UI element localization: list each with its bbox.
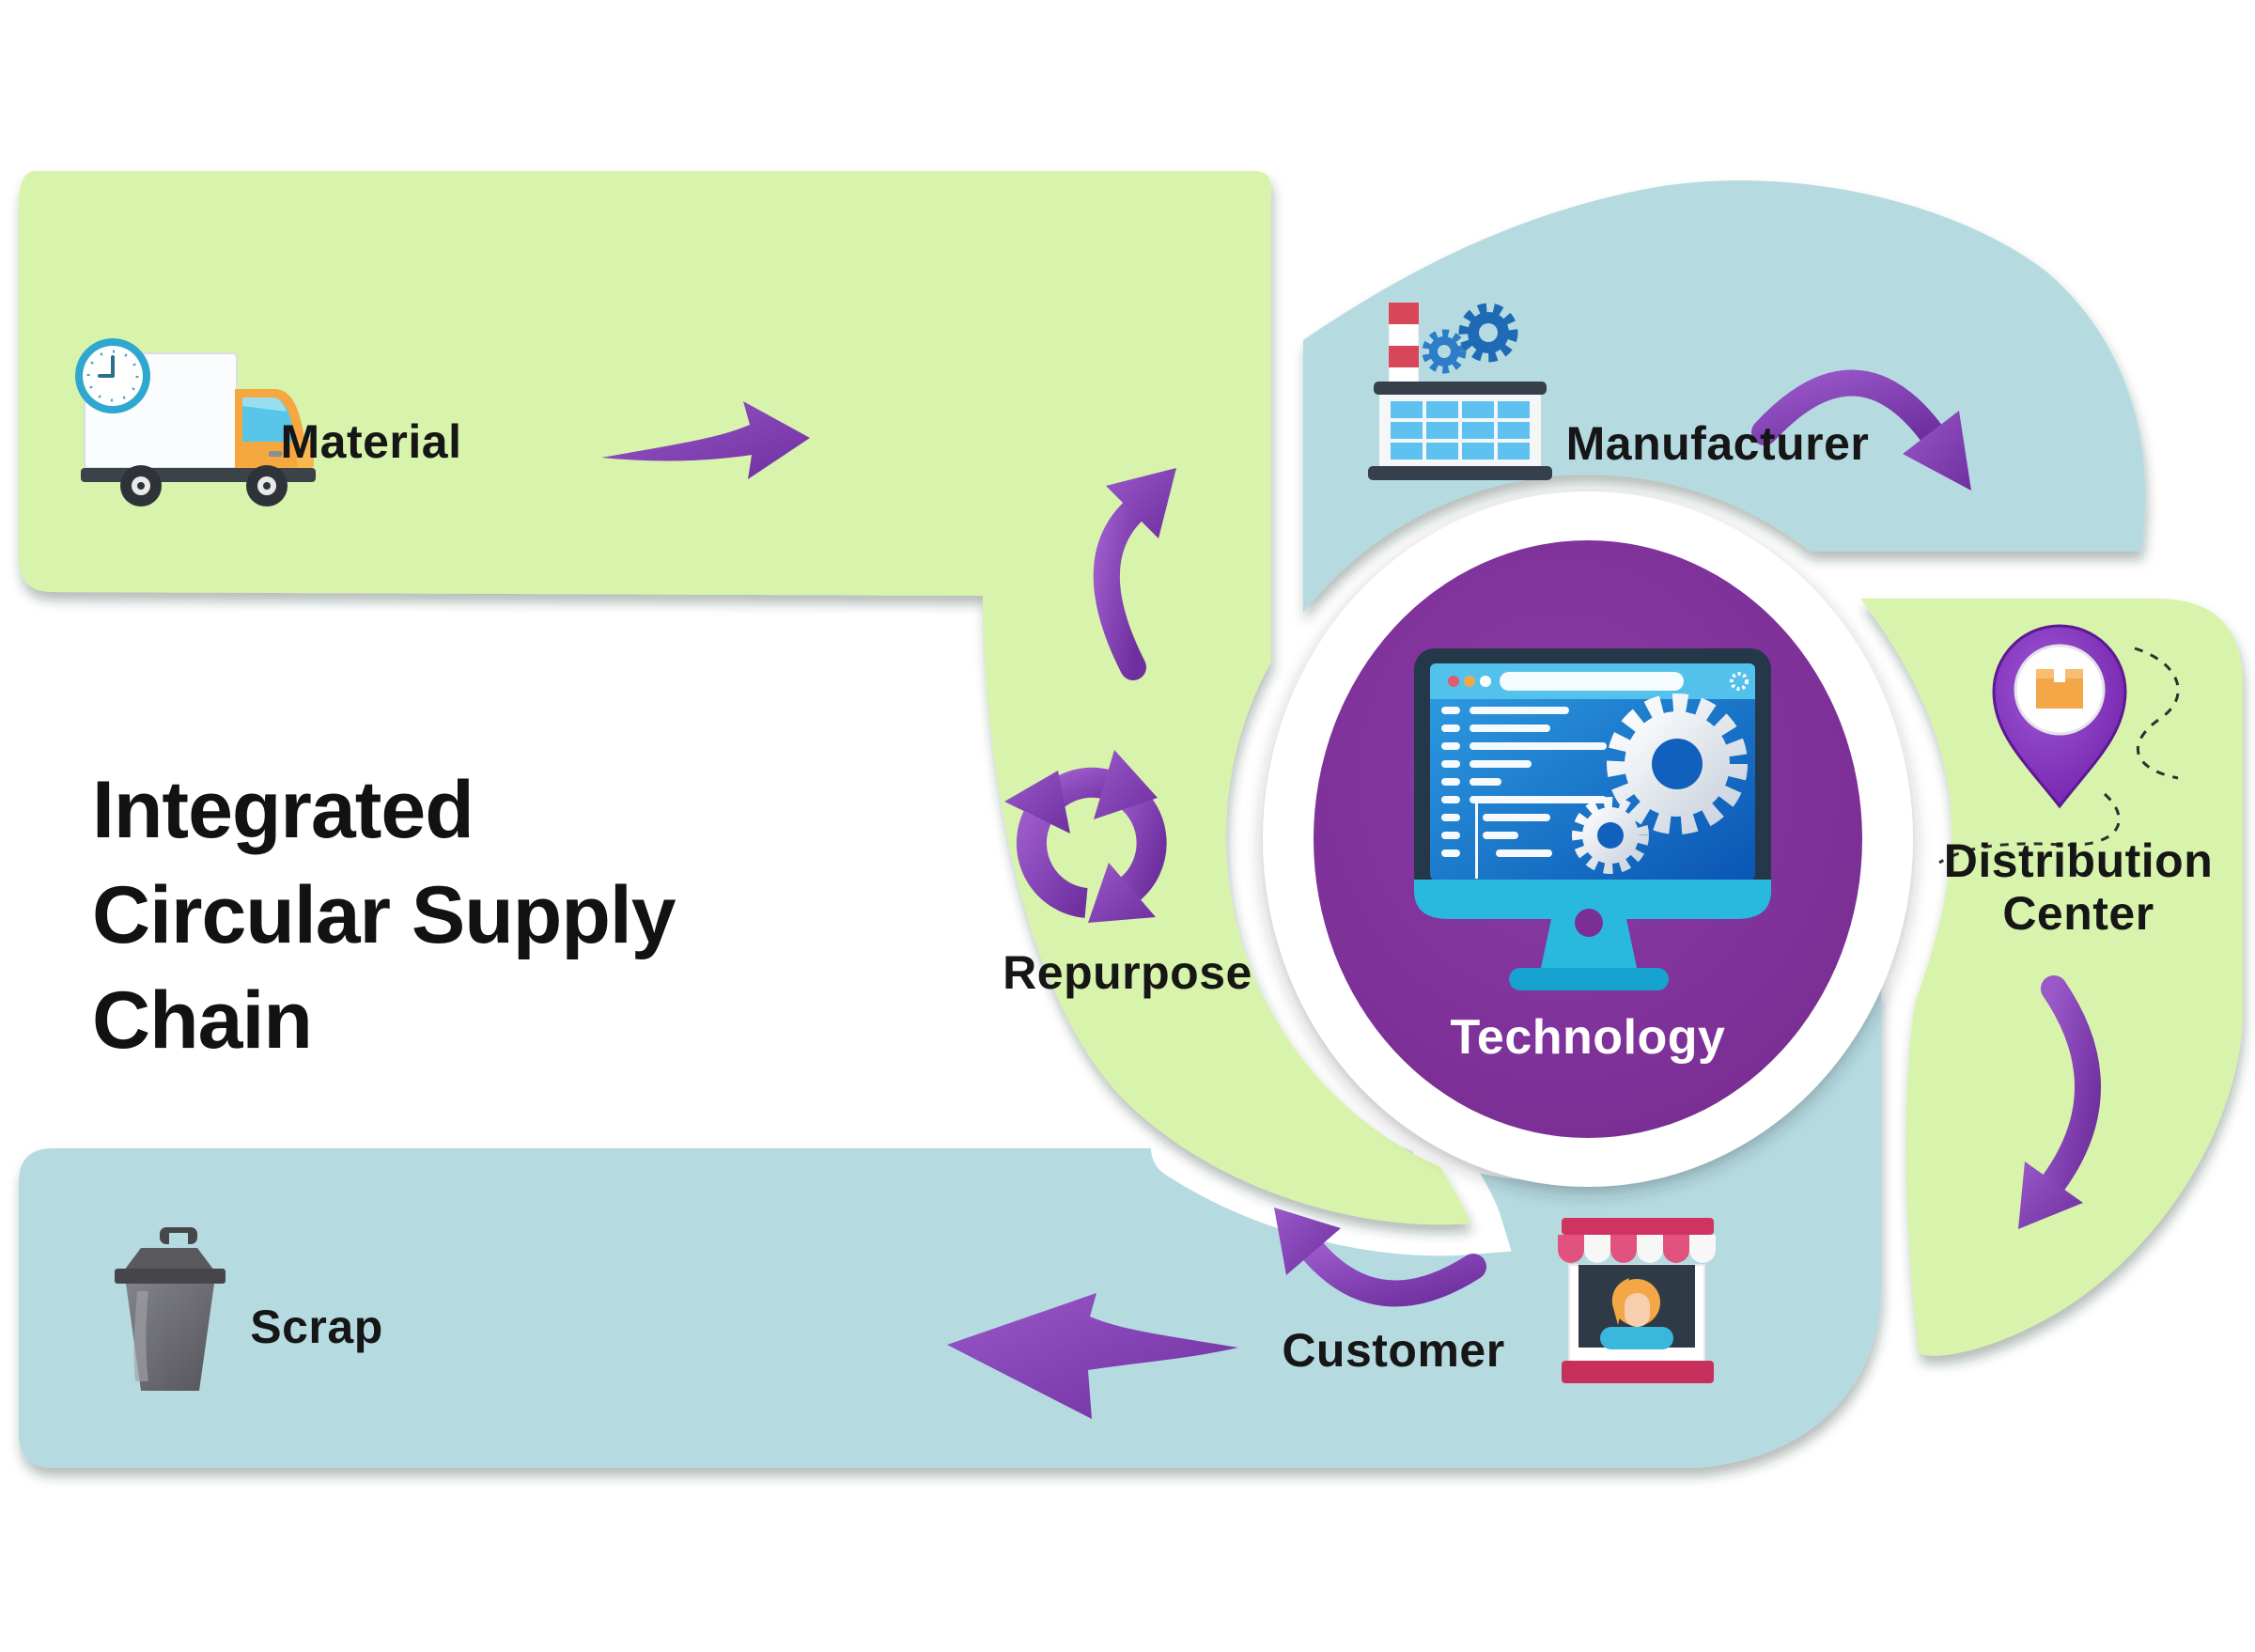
curved-down-arrow-icon — [2018, 975, 2101, 1229]
flow-arrows — [601, 369, 2101, 1419]
monitor-stand — [1541, 919, 1637, 968]
factory-gear-large-icon — [1458, 303, 1518, 363]
label-customer: Customer — [1282, 1324, 1505, 1377]
curved-up-arrow-icon — [1093, 468, 1176, 680]
label-distribution-line2: Center — [2002, 887, 2154, 940]
page-title: Integrated Circular Supply Chain — [92, 757, 676, 1073]
label-scrap: Scrap — [250, 1301, 383, 1353]
title-line-1: Integrated — [92, 765, 474, 855]
curved-up-left-arrow-icon — [1274, 1208, 1486, 1307]
storefront-icon — [1558, 1218, 1716, 1383]
factory-windows — [1391, 401, 1530, 460]
label-distribution-line1: Distribution — [1943, 834, 2214, 887]
awning — [1558, 1235, 1716, 1263]
band-manufacturer — [1303, 180, 2146, 613]
recycle-loop-icon — [1004, 750, 1167, 923]
truck-icon — [75, 338, 316, 507]
clock-icon — [75, 338, 150, 413]
monitor-chin — [1414, 880, 1771, 919]
label-technology: Technology — [1450, 1010, 1726, 1065]
title-line-2: Circular Supply — [92, 870, 676, 960]
monitor-icon — [1414, 648, 1771, 990]
screen-gear-large-icon — [1607, 694, 1748, 834]
person-icon — [1600, 1278, 1673, 1349]
code-lines — [1441, 707, 1607, 879]
location-pin-icon — [1938, 624, 2180, 865]
label-material: Material — [280, 415, 462, 468]
monitor-base — [1509, 968, 1669, 990]
curved-right-down-arrow-icon — [1751, 369, 1971, 491]
label-repurpose: Repurpose — [1003, 946, 1252, 999]
factory-icon — [1368, 302, 1552, 480]
trash-bin-icon — [115, 1227, 226, 1391]
left-arrow-icon — [947, 1293, 1238, 1419]
title-line-3: Chain — [92, 975, 313, 1066]
factory-gear-small-icon — [1422, 329, 1467, 374]
band-material-repurpose — [19, 171, 1470, 1225]
label-distribution-center: Distribution Center — [1944, 834, 2214, 940]
screen-gear-small-icon — [1572, 797, 1649, 874]
band-customer-scrap — [19, 977, 1881, 1468]
browser-gear-icon — [1730, 672, 1749, 691]
right-arrow-icon — [601, 401, 810, 479]
label-manufacturer: Manufacturer — [1565, 417, 1870, 470]
package-icon — [2036, 669, 2083, 709]
route-dashed-path — [1938, 647, 2180, 865]
